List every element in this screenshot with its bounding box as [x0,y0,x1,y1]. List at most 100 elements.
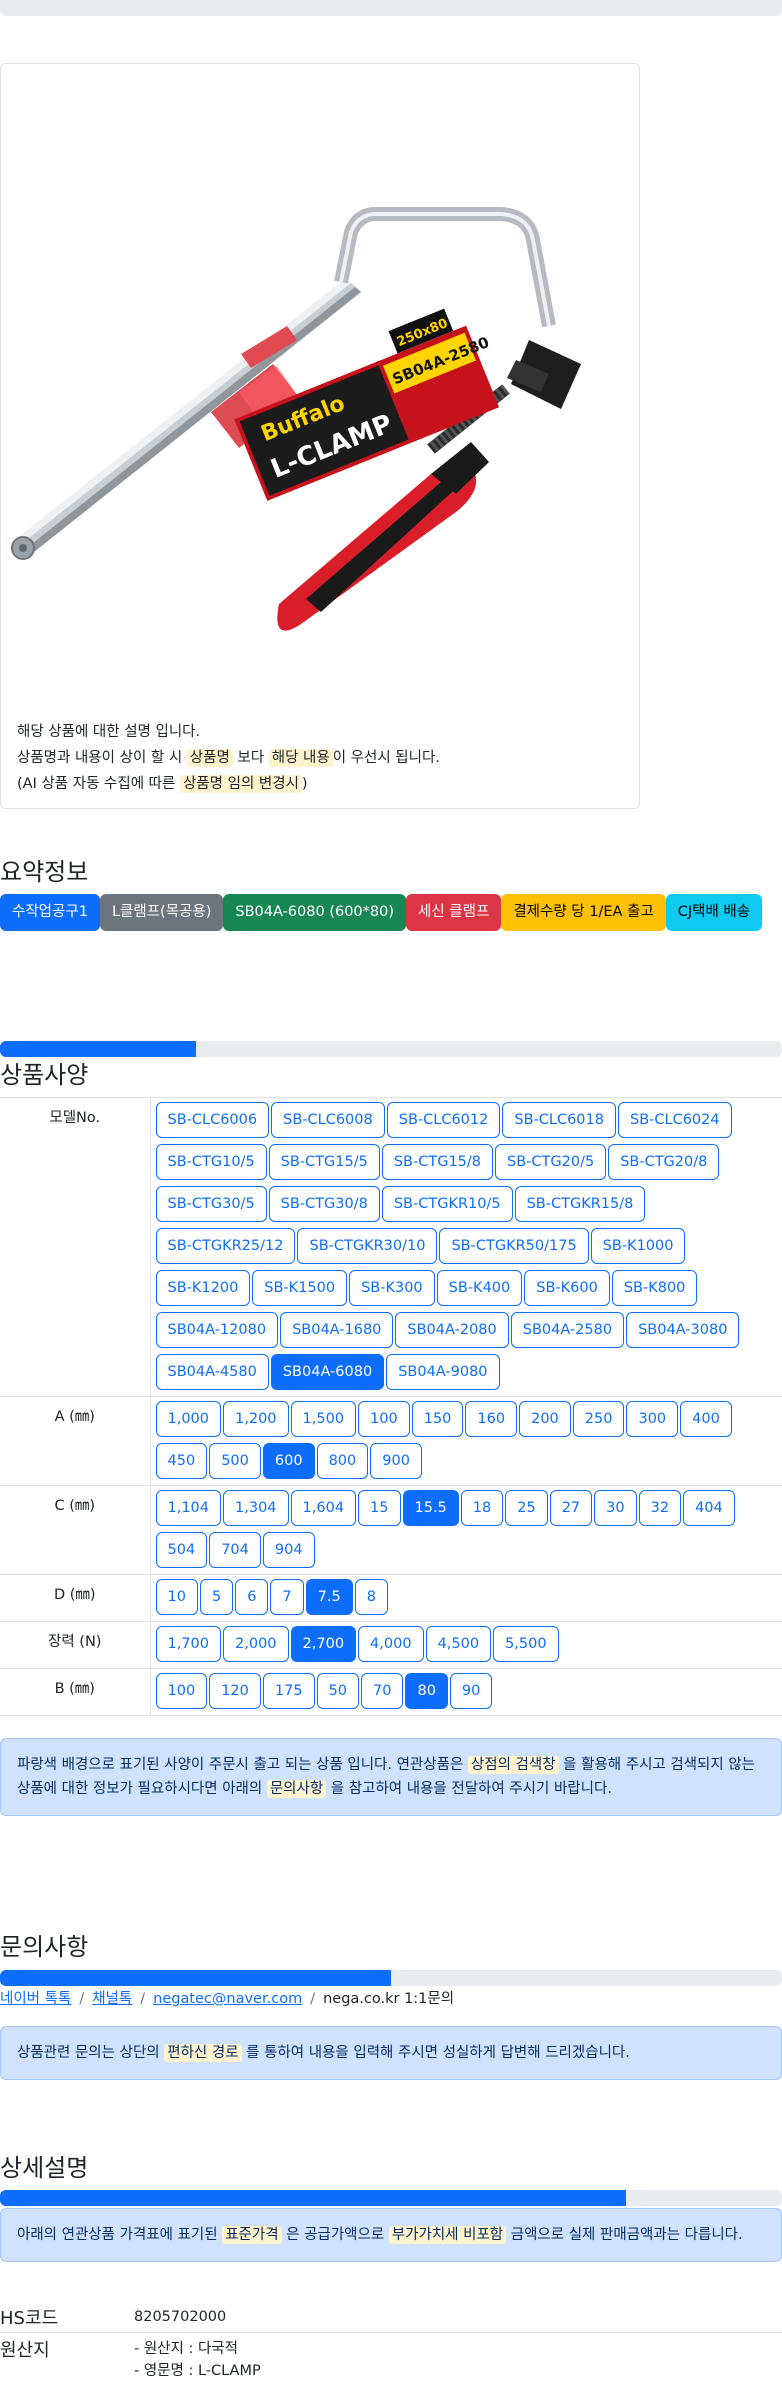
spec-option-button[interactable]: 5 [199,1579,234,1615]
spec-option-button[interactable]: 1,604 [290,1490,357,1526]
spec-option-button[interactable]: SB-CLC6018 [502,1102,616,1138]
spec-option-button[interactable]: 600 [262,1443,315,1479]
spec-option-button[interactable]: 1,500 [290,1401,357,1437]
spec-option-button[interactable]: SB-CTGKR50/175 [439,1228,589,1264]
spec-option-button[interactable]: 18 [460,1490,504,1526]
detail-title: 상세설명 [0,2154,89,2182]
spec-option-button[interactable]: 120 [209,1673,261,1709]
spec-option-button[interactable]: SB-K800 [611,1270,698,1306]
spec-option-button[interactable]: 1,104 [155,1490,222,1526]
spec-option-button[interactable]: 160 [465,1401,518,1437]
spec-option-button[interactable]: SB-CTG15/8 [381,1144,494,1180]
spec-option-button[interactable]: SB-CTG15/5 [268,1144,380,1180]
spec-option-button[interactable]: 175 [262,1673,315,1709]
spec-option-button[interactable]: 10 [155,1579,198,1615]
spec-option-button[interactable]: 27 [549,1490,593,1526]
spec-option-button[interactable]: SB04A-4580 [155,1354,269,1390]
spec-option-button[interactable]: 15 [358,1490,401,1526]
spec-option-button[interactable]: 404 [683,1490,735,1526]
spec-option-button[interactable]: 5,500 [493,1626,559,1662]
spec-option-button[interactable]: 1,200 [223,1401,289,1437]
spec-option-button[interactable]: 250 [572,1401,625,1437]
spec-option-button[interactable]: SB04A-9080 [386,1354,500,1390]
spec-option-button[interactable]: 15.5 [402,1490,459,1526]
spec-option-button[interactable]: 450 [155,1443,208,1479]
spec-option-button[interactable]: SB-CTG10/5 [155,1144,267,1180]
channeltalk-link[interactable]: 채널톡 [92,1991,133,2007]
spec-option-button[interactable]: 70 [361,1673,404,1709]
spec-option-button[interactable]: 2,700 [290,1626,357,1662]
spec-option-button[interactable]: SB04A-1680 [280,1312,394,1348]
spec-option-button[interactable]: SB-CTG30/5 [155,1186,267,1222]
spec-option-button[interactable]: 800 [316,1443,369,1479]
spec-option-button[interactable]: 25 [505,1490,548,1526]
spec-option-button[interactable]: 300 [626,1401,679,1437]
spec-option-button[interactable]: 30 [594,1490,637,1526]
detail-progress [0,2190,782,2206]
spec-option-button[interactable]: SB04A-2080 [395,1312,509,1348]
spec-option-button[interactable]: 8 [354,1579,388,1615]
spec-option-button[interactable]: 100 [155,1673,208,1709]
spec-option-button[interactable]: SB-CTGKR30/10 [297,1228,438,1264]
spec-option-button[interactable]: 900 [370,1443,422,1479]
spec-option-button[interactable]: 504 [155,1532,208,1568]
spec-option-button[interactable]: 1,304 [223,1490,289,1526]
spec-option-button[interactable]: 80 [405,1673,448,1709]
description-line-1: 해당 상품에 대한 설명 입니다. [17,724,201,740]
spec-option-button[interactable]: 500 [209,1443,261,1479]
specs-title: 상품사양 [0,1061,89,1089]
summary-badge: 수작업공구1 [0,894,100,931]
spec-option-button[interactable]: 6 [235,1579,269,1615]
spec-option-button[interactable]: 7.5 [305,1579,353,1615]
summary-badge: SB04A-6080 (600*80) [223,894,407,931]
spec-option-button[interactable]: 150 [411,1401,464,1437]
spec-option-button[interactable]: SB04A-12080 [155,1312,279,1348]
inquiry-progress [0,1970,782,1986]
spec-option-button[interactable]: 90 [449,1673,493,1709]
spec-option-button[interactable]: SB-CLC6012 [386,1102,501,1138]
spec-option-button[interactable]: 4,000 [358,1626,424,1662]
site-inquiry-text: nega.co.kr 1:1문의 [323,1991,455,2007]
spec-option-button[interactable]: SB-CTG20/5 [495,1144,607,1180]
spec-option-button[interactable]: SB-K1200 [155,1270,251,1306]
spec-option-button[interactable]: SB-CTGKR25/12 [155,1228,296,1264]
spec-option-button[interactable]: 50 [316,1673,360,1709]
spec-option-button[interactable]: SB-CLC6024 [618,1102,732,1138]
spec-option-button[interactable]: SB-CLC6006 [155,1102,270,1138]
naver-talktalk-link[interactable]: 네이버 톡톡 [0,1991,72,2007]
spec-option-button[interactable]: SB-K400 [436,1270,523,1306]
spec-option-button[interactable]: SB-K1500 [252,1270,348,1306]
spec-option-button[interactable]: 704 [209,1532,261,1568]
spec-option-button[interactable]: 2,000 [223,1626,289,1662]
contact-links: 네이버 톡톡/채널톡/negatec@naver.com/nega.co.kr … [0,1991,455,2007]
spec-option-button[interactable]: SB04A-6080 [270,1354,385,1390]
origin-values: - 원산지 : 다국적 - 영문명 : L-CLAMP [134,2338,261,2382]
spec-option-button[interactable]: SB-CTGKR10/5 [381,1186,513,1222]
spec-option-button[interactable]: SB04A-2580 [510,1312,625,1348]
spec-option-button[interactable]: 1,700 [155,1626,222,1662]
spec-option-button[interactable]: SB-CLC6008 [271,1102,385,1138]
spec-option-button[interactable]: 904 [262,1532,315,1568]
spec-option-button[interactable]: SB04A-3080 [626,1312,740,1348]
spec-option-button[interactable]: 1,000 [155,1401,222,1437]
spec-option-button[interactable]: 4,500 [425,1626,492,1662]
spec-option-button[interactable]: 200 [519,1401,571,1437]
spec-option-button[interactable]: SB-CTG20/8 [608,1144,720,1180]
spec-row-label: A (㎜) [0,1396,151,1486]
spec-option-button[interactable]: SB-CTGKR15/8 [514,1186,646,1222]
spec-option-button[interactable]: SB-K600 [524,1270,610,1306]
spec-option-button[interactable]: 100 [358,1401,410,1437]
spec-option-button[interactable]: SB-K300 [349,1270,435,1306]
spec-option-button[interactable]: SB-CTG30/8 [268,1186,380,1222]
email-link[interactable]: negatec@naver.com [153,1991,303,2007]
spec-option-button[interactable]: SB-K1000 [590,1228,686,1264]
spec-option-button[interactable]: 32 [638,1490,682,1526]
spec-option-button[interactable]: 7 [270,1579,304,1615]
summary-badge: CJ택배 배송 [665,894,763,931]
spec-option-button[interactable]: 400 [680,1401,732,1437]
